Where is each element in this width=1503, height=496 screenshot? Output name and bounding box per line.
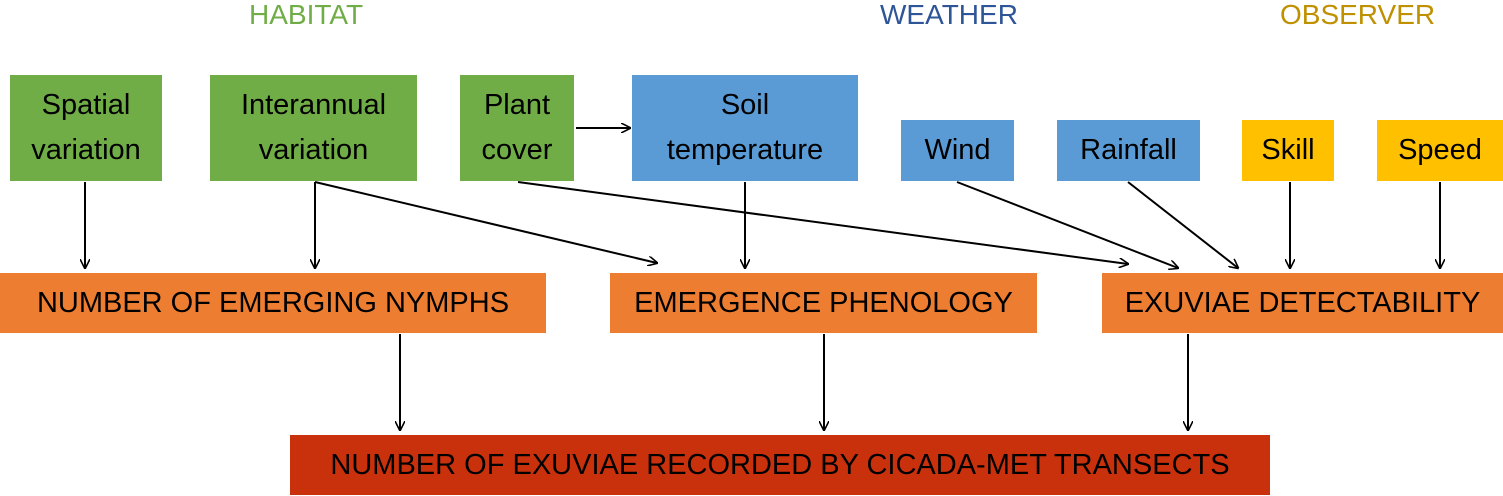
plant-cover-box: Plant cover [460,75,574,181]
speed-box: Speed [1377,120,1503,181]
category-weather: WEATHER [880,0,1018,30]
rainfall-box: Rainfall [1057,120,1200,181]
number-of-emerging-nymphs-box: NUMBER OF EMERGING NYMPHS [0,273,546,333]
arrow-plant-to-detectability [517,181,1128,264]
exuviae-detectability-box: EXUVIAE DETECTABILITY [1102,273,1503,333]
number-of-exuviae-recorded-box: NUMBER OF EXUVIAE RECORDED BY CICADA-MET… [290,435,1270,495]
arrow-interannual-to-phenology [314,181,657,263]
category-habitat: HABITAT [249,0,364,30]
arrow-wind-to-detectability [956,181,1178,268]
interannual-variation-box: Interannual variation [210,75,417,181]
soil-temperature-box: Soil temperature [632,75,858,181]
category-observer: OBSERVER [1280,0,1436,30]
skill-box: Skill [1242,120,1334,181]
arrow-rainfall-to-detectability [1127,181,1238,268]
emergence-phenology-box: EMERGENCE PHENOLOGY [610,273,1037,333]
wind-box: Wind [901,120,1014,181]
spatial-variation-box: Spatial variation [10,75,162,181]
